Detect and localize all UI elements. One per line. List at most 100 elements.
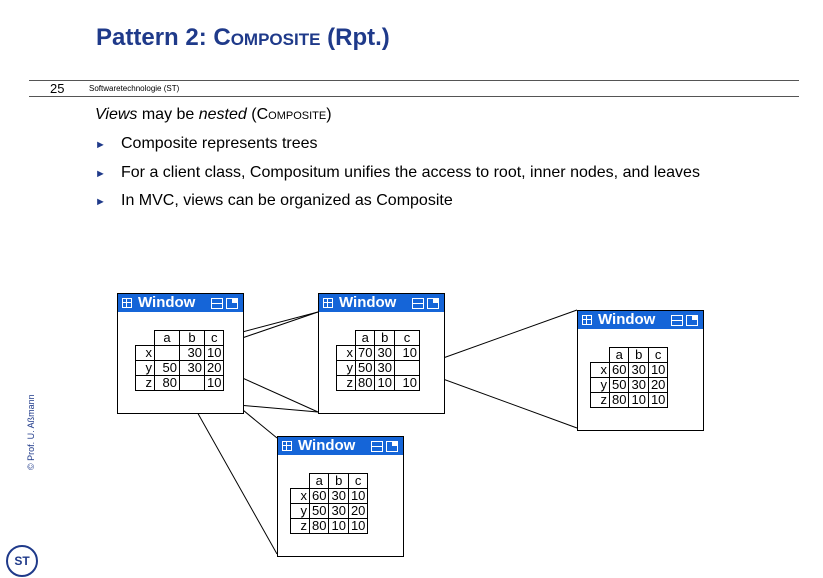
window-title: Window: [138, 294, 196, 311]
maximize-icon[interactable]: [386, 441, 398, 452]
window-titlebar[interactable]: Window: [578, 311, 703, 329]
table-cell: 60: [608, 362, 630, 378]
table-cell: 20: [647, 377, 669, 393]
column-header: b: [179, 330, 205, 346]
bullet-item: ►For a client class, Compositum unifies …: [95, 164, 700, 181]
table-cell: 20: [347, 503, 369, 519]
table-cell: 30: [179, 360, 205, 376]
bullet-triangle-icon: ►: [95, 196, 106, 208]
table-cell: 10: [628, 392, 649, 408]
window-title: Window: [598, 311, 656, 328]
table-cell: 50: [308, 503, 330, 519]
minimize-icon[interactable]: [671, 315, 683, 326]
table-cell: 80: [354, 375, 376, 391]
row-label: x: [336, 345, 356, 361]
table-cell: 10: [647, 392, 669, 408]
column-header: b: [328, 473, 349, 489]
table-cell: 80: [308, 518, 330, 534]
row-label: z: [290, 518, 310, 534]
st-logo: ST: [6, 545, 38, 577]
row-label: z: [590, 392, 610, 408]
table-cell: 10: [647, 362, 669, 378]
column-header: a: [154, 330, 180, 346]
table-cell: 50: [154, 360, 180, 376]
grid-icon: [282, 441, 292, 451]
table-cell: 10: [203, 375, 225, 391]
header-rule-bottom: [29, 96, 799, 97]
column-header: a: [608, 347, 630, 363]
table-cell: 20: [203, 360, 225, 376]
grid-icon: [122, 298, 132, 308]
window-title: Window: [298, 437, 356, 454]
maximize-icon[interactable]: [686, 315, 698, 326]
table-cell: [154, 345, 180, 361]
window-titlebar[interactable]: Window: [118, 294, 243, 312]
row-label: x: [290, 488, 310, 504]
window-title: Window: [339, 294, 397, 311]
slide-title: Pattern 2: Composite (Rpt.): [96, 24, 390, 51]
column-header: c: [393, 330, 420, 346]
header-rule-top: [29, 80, 799, 81]
column-header: c: [647, 347, 669, 363]
window-titlebar[interactable]: Window: [278, 437, 403, 455]
table-cell: 60: [308, 488, 330, 504]
row-label: z: [135, 375, 155, 391]
row-label: y: [336, 360, 356, 376]
maximize-icon[interactable]: [427, 298, 439, 309]
column-header: b: [374, 330, 395, 346]
table-cell: 30: [374, 345, 395, 361]
table-cell: 30: [328, 488, 349, 504]
table-cell: 10: [374, 375, 395, 391]
minimize-icon[interactable]: [211, 298, 223, 309]
bullet-item: ►Composite represents trees: [95, 135, 318, 152]
minimize-icon[interactable]: [371, 441, 383, 452]
table-cell: 10: [328, 518, 349, 534]
row-label: y: [590, 377, 610, 393]
row-label: y: [135, 360, 155, 376]
minimize-icon[interactable]: [412, 298, 424, 309]
intro-line: Views may be nested (Composite): [95, 106, 332, 123]
table-cell: 80: [608, 392, 630, 408]
table-cell: 10: [393, 375, 420, 391]
window-titlebar[interactable]: Window: [319, 294, 444, 312]
table-cell: 10: [393, 345, 420, 361]
row-label: x: [590, 362, 610, 378]
table-cell: [179, 375, 205, 391]
bullet-triangle-icon: ►: [95, 168, 106, 180]
table-cell: 10: [203, 345, 225, 361]
row-label: x: [135, 345, 155, 361]
table-cell: 50: [608, 377, 630, 393]
column-header: a: [354, 330, 376, 346]
row-label: y: [290, 503, 310, 519]
column-header: a: [308, 473, 330, 489]
column-header: b: [628, 347, 649, 363]
maximize-icon[interactable]: [226, 298, 238, 309]
copyright-label: © Prof. U. Aßmann: [26, 394, 36, 470]
table-cell: 30: [374, 360, 395, 376]
bullet-item: ►In MVC, views can be organized as Compo…: [95, 192, 453, 209]
table-cell: 30: [628, 377, 649, 393]
page-number: 25: [50, 81, 65, 96]
course-name: Softwaretechnologie (ST): [89, 84, 180, 93]
table-cell: 30: [628, 362, 649, 378]
table-cell: 30: [179, 345, 205, 361]
table-cell: 70: [354, 345, 376, 361]
table-cell: 10: [347, 488, 369, 504]
